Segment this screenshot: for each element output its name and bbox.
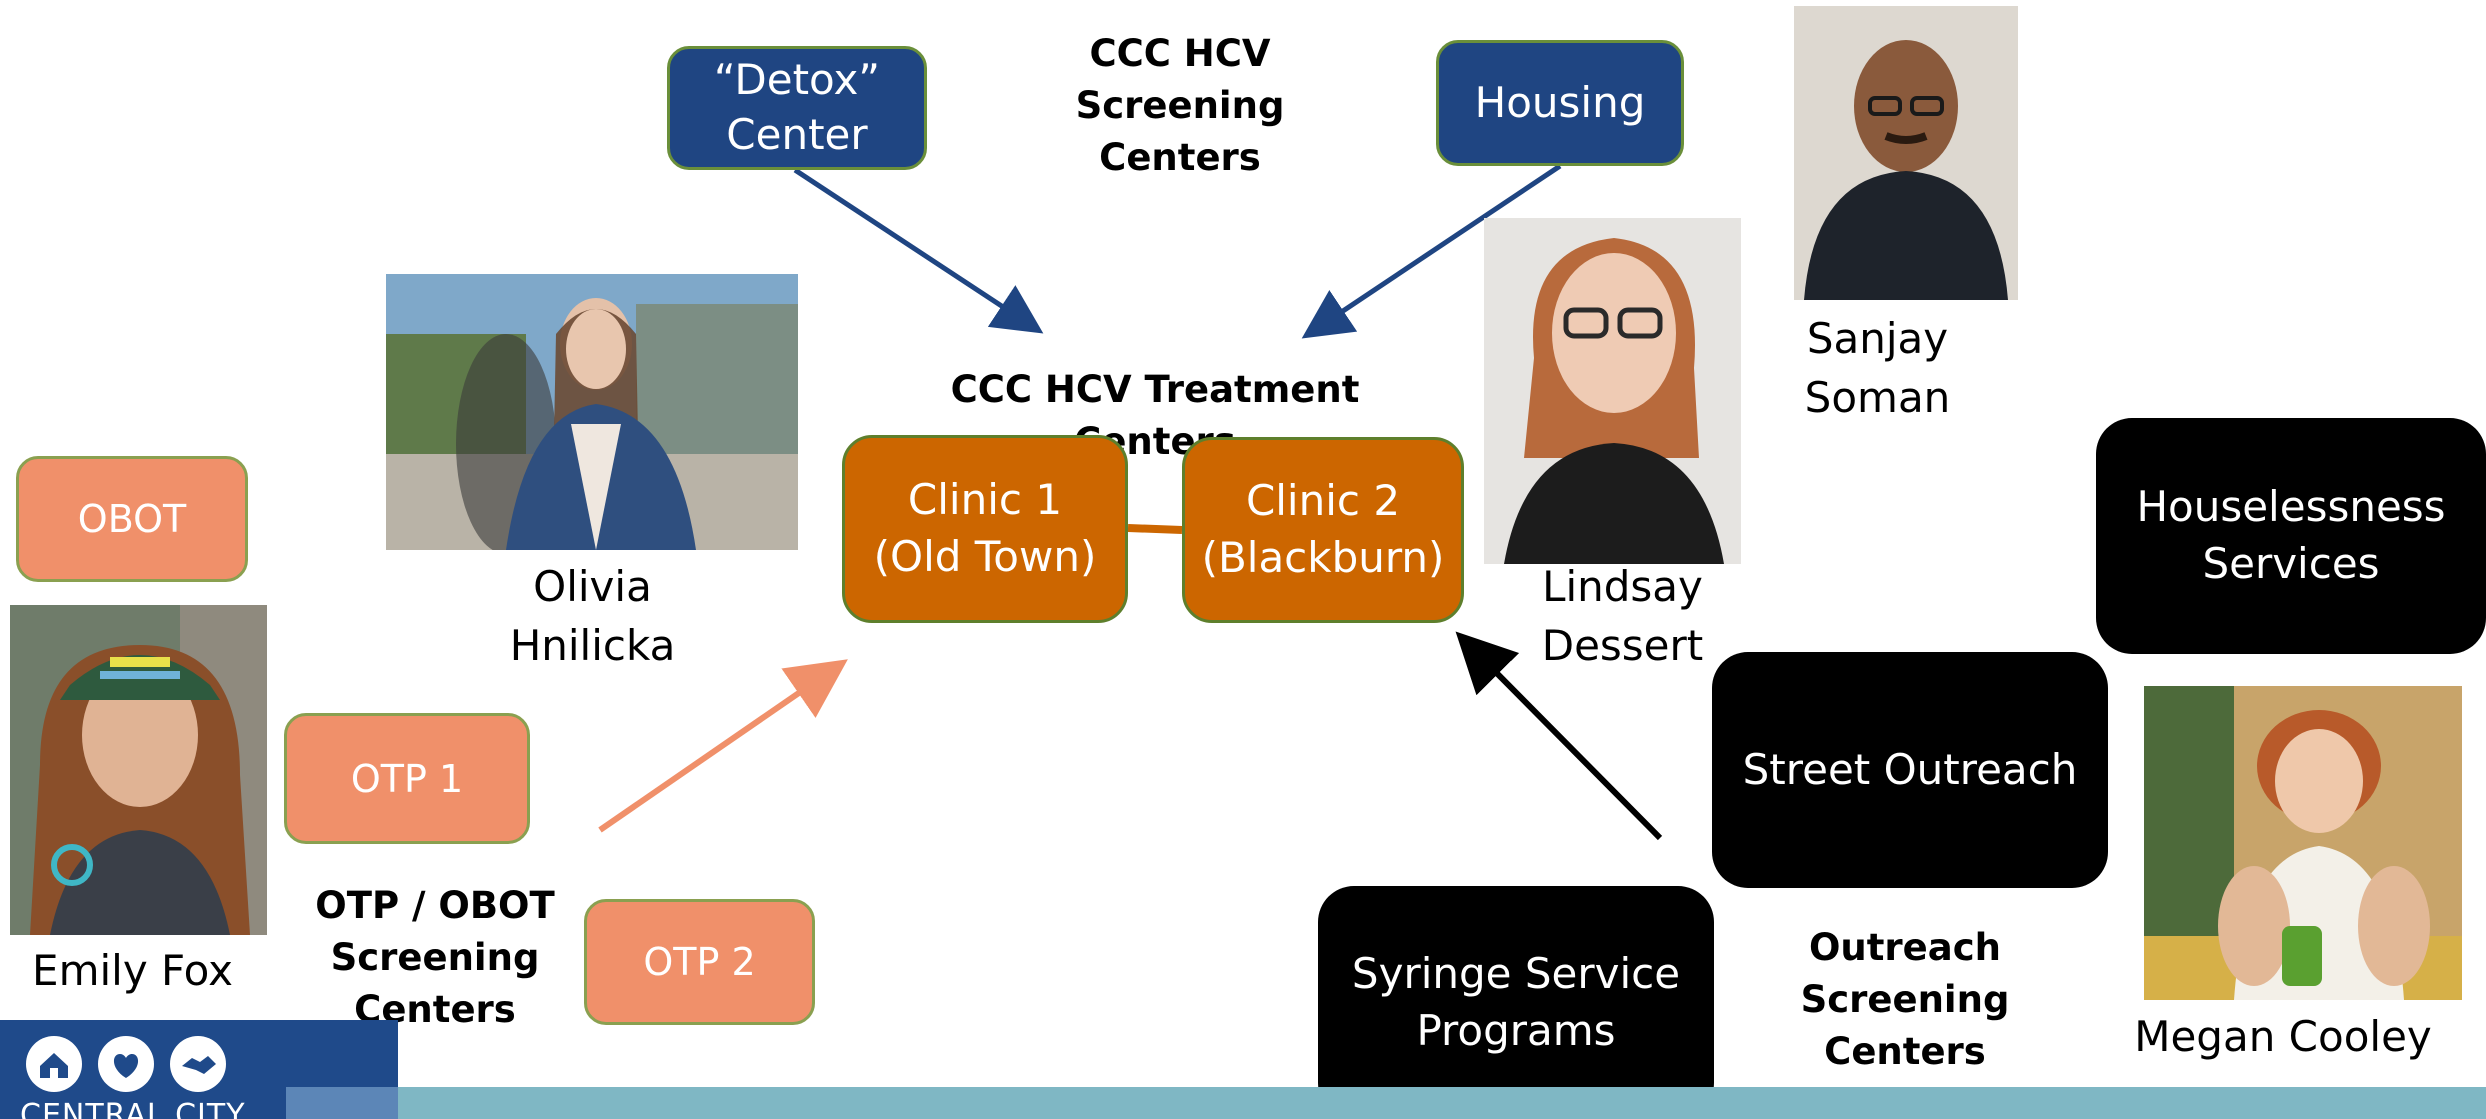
central-city-logo: CENTRAL CITY	[0, 1020, 398, 1119]
clinic-2-box: Clinic 2 (Blackburn)	[1182, 437, 1464, 623]
otp-2-box: OTP 2	[584, 899, 815, 1025]
clinic-connector	[1127, 524, 1183, 534]
lindsay-photo	[1484, 218, 1741, 564]
street-outreach-box: Street Outreach	[1712, 652, 2108, 888]
handshake-icon	[170, 1036, 226, 1092]
arrow-otp-to-clinic1	[598, 659, 848, 833]
housing-box: Housing	[1436, 40, 1684, 166]
heart-icon	[98, 1036, 154, 1092]
footer-bar	[398, 1087, 2486, 1119]
logo-accent	[286, 1087, 398, 1119]
olivia-name: Olivia Hnilicka	[509, 562, 676, 670]
emily-photo	[10, 605, 267, 935]
screening-centers-title: CCC HCV Screening Centers	[1075, 32, 1285, 179]
megan-name: Megan Cooley	[2134, 1012, 2432, 1061]
sanjay-photo	[1794, 6, 2018, 300]
obot-box: OBOT	[16, 456, 248, 582]
sanjay-name: Sanjay Soman	[1804, 314, 1951, 422]
logo-text: CENTRAL CITY	[20, 1098, 246, 1119]
outreach-screening-label: Outreach Screening Centers	[1800, 926, 2010, 1073]
otp-obot-screening-label: OTP / OBOT Screening Centers	[315, 884, 555, 1031]
emily-name: Emily Fox	[32, 946, 233, 995]
houselessness-services-box: Houselessness Services	[2096, 418, 2486, 654]
syringe-service-programs-box: Syringe Service Programs	[1318, 886, 1714, 1119]
clinic-1-box: Clinic 1 (Old Town)	[842, 435, 1128, 623]
home-icon	[26, 1036, 82, 1092]
arrow-detox-to-clinic1	[793, 167, 1044, 334]
olivia-photo	[386, 274, 798, 550]
megan-photo	[2144, 686, 2462, 1000]
lindsay-name: Lindsay Dessert	[1541, 562, 1704, 670]
detox-center-box: “Detox” Center	[667, 46, 927, 170]
otp-1-box: OTP 1	[284, 713, 530, 844]
